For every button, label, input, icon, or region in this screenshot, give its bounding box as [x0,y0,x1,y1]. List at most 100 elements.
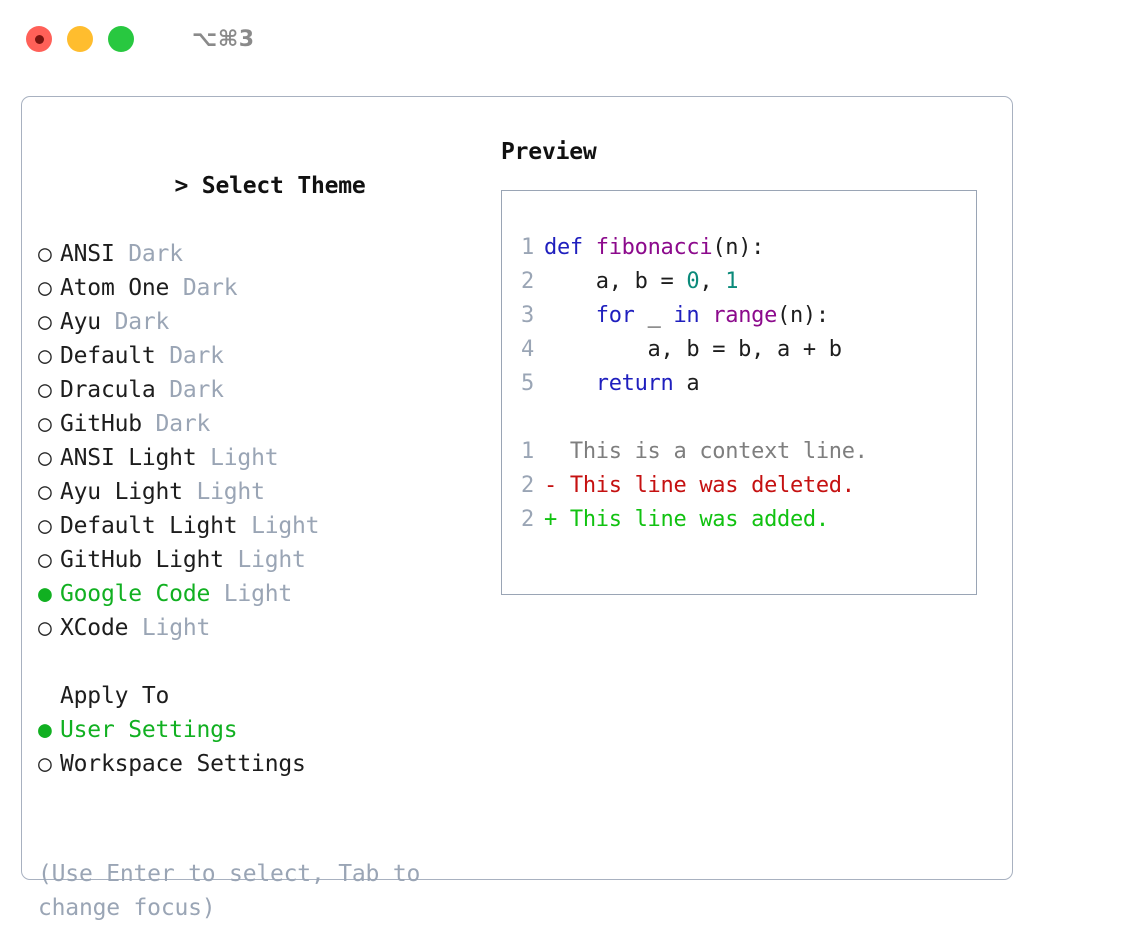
theme-option-ayu-light[interactable]: ○Ayu Light Light [38,475,478,509]
code-line-text: a, b = b, a + b [544,333,976,367]
apply-to-option-workspace-settings[interactable]: ○ Workspace Settings [38,747,478,781]
code-token: for [595,303,635,328]
theme-option-variant: Dark [128,241,183,267]
theme-option-spacer [183,475,197,509]
theme-option-ansi-light[interactable]: ○ANSI Light Light [38,441,478,475]
theme-option-spacer [115,237,129,271]
theme-option-spacer [156,373,170,407]
radio-selected-icon: ● [38,717,52,743]
theme-option-dracula[interactable]: ○ Dracula Dark [38,373,478,407]
theme-option-default-light[interactable]: ○Default Light Light [38,509,478,543]
theme-option-ayu[interactable]: ○ Ayu Dark [38,305,478,339]
code-token: return [595,371,674,396]
zoom-button[interactable] [108,26,134,52]
theme-option-variant: Dark [182,275,238,301]
code-line: 4 a, b = b, a + b [502,333,976,367]
radio-unselected-icon: ○ [38,275,52,301]
radio-unselected-icon: ○ [38,547,52,573]
theme-option-atom-one[interactable]: ○Atom One Dark [38,271,478,305]
theme-picker-column: > Select Theme ○ANSI Dark○Atom One Dark○… [38,135,478,781]
radio-unselected-icon: ○ [38,445,52,471]
code-token [583,235,596,260]
theme-option-name: ANSI [60,241,115,267]
code-token: a, b = b, a + b [544,337,843,362]
theme-option-google-code[interactable]: ● Google Code Light [38,577,478,611]
theme-option-variant: Light [196,479,265,505]
radio-unselected-icon: ○ [38,615,52,641]
apply-to-option-label: Workspace Settings [60,751,306,777]
diff-line-text: + This line was added. [544,507,829,532]
code-line: 5 return a [502,367,976,401]
theme-option-name: Ayu [60,309,101,335]
theme-option-name: Dracula [60,377,156,403]
theme-option-github-light[interactable]: ○ GitHub Light Light [38,543,478,577]
hint-text: (Use Enter to select, Tab to change focu… [38,861,421,921]
theme-option-xcode[interactable]: ○XCode Light [38,611,478,645]
heading-caret-icon: > [174,173,189,199]
diff-line: 2+ This line was added. [502,503,976,537]
radio-unselected-icon: ○ [38,343,52,369]
code-line-number: 3 [521,303,534,328]
theme-option-spacer [224,543,238,577]
theme-option-variant: Light [237,547,306,573]
diff-line-number: 2 [521,473,534,498]
code-line-number: 2 [521,269,534,294]
radio-unselected-icon: ○ [38,411,52,437]
code-token: a [673,371,700,396]
theme-option-spacer [128,611,142,645]
diff-line-text: This is a context line. [544,439,868,464]
radio-unselected-icon: ○ [38,377,52,403]
theme-option-ansi[interactable]: ○ ANSI Dark [38,237,478,271]
minimize-button[interactable] [67,26,93,52]
theme-option-variant: Dark [169,377,224,403]
theme-list: ○ANSI Dark○Atom One Dark○Ayu Dark○Defaul… [38,237,478,645]
theme-option-variant: Light [223,581,293,607]
apply-to-list: ● User Settings ○ Workspace Settings [38,713,478,781]
code-token: , [699,269,726,294]
theme-option-variant: Light [141,615,211,641]
theme-option-name: Ayu Light [60,479,183,505]
theme-option-spacer [196,441,210,475]
code-token [699,303,712,328]
code-token: (n): [777,303,829,328]
apply-to-heading-label: Apply To [60,683,170,709]
keyboard-shortcut-label: ⌥⌘3 [192,26,255,52]
radio-unselected-icon: ○ [38,309,52,335]
radio-unselected-icon: ○ [38,241,52,267]
preview-heading: Preview [501,139,597,165]
code-line-number: 1 [521,235,534,260]
theme-option-name: Google Code [60,581,211,607]
code-token [544,303,596,328]
theme-option-spacer [210,577,224,611]
theme-option-name: GitHub Light [60,547,224,573]
diff-line: 2- This line was deleted. [502,469,976,503]
theme-option-github[interactable]: ○GitHub Dark [38,407,478,441]
close-button[interactable] [26,26,52,52]
recording-indicator-icon [34,34,44,44]
apply-to-heading: Apply To [38,679,478,713]
code-line-number: 4 [521,337,534,362]
radio-unselected-icon: ○ [38,751,52,777]
code-token: 1 [725,269,739,294]
code-line: 3 for _ in range(n): [502,299,976,333]
theme-option-name: Default [60,343,156,369]
main-panel: > Select Theme ○ANSI Dark○Atom One Dark○… [21,96,1013,921]
theme-option-variant: Light [251,513,320,539]
code-line-text: return a [544,367,976,401]
theme-option-default[interactable]: ○Default Dark [38,339,478,373]
theme-option-spacer [142,407,156,441]
code-token: in [673,303,700,328]
code-line-number: 5 [521,371,534,396]
radio-selected-icon: ● [38,581,52,607]
code-token: a, b = [544,269,687,294]
apply-to-option-label: User Settings [60,717,238,743]
code-token: fibonacci [595,235,713,260]
apply-to-option-user-settings[interactable]: ● User Settings [38,713,478,747]
theme-option-variant: Dark [114,309,170,335]
title-bar: ⌥⌘3 [0,0,1140,78]
